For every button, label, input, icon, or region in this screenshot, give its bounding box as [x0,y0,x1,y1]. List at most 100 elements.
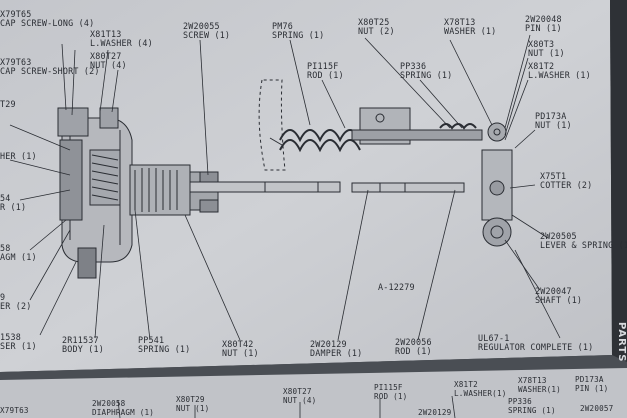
part-number: 2W20048 [525,14,562,24]
part-desc: SER (1) [0,341,37,351]
part-desc: SPRING (1) [272,30,325,40]
label-pin: 2W20048 PIN (1) [525,15,562,33]
strip-c10: PD173A PIN (1) [575,375,608,393]
part-number: T29 [0,99,16,109]
part-number: 58 [0,243,11,253]
label-cap-screw-short: X79T63 CAP SCREW-SHORT (2) [0,58,100,76]
part-desc: DAMPER (1) [310,348,363,358]
strip-c5: PI115F ROD (1) [374,383,407,401]
part-number: 54 [0,193,11,203]
label-rod-pi115f: PI115F ROD (1) [307,62,344,80]
label-nut-pd173a: PD173A NUT (1) [535,112,572,130]
part-desc: PIN (1) [575,384,609,393]
label-left-54: 54 R (1) [0,194,26,212]
label-nut-x80t25: X80T25 NUT (2) [358,18,395,36]
part-desc: NUT (4) [283,396,317,405]
part-desc: AGM (1) [0,252,37,262]
part-number: X79T63 [0,406,29,415]
part-desc: NUT (4) [90,60,127,70]
part-number: 2W20047 [535,286,572,296]
strip-c11: 2W20057 [580,404,613,413]
part-number: PP336 [400,61,427,71]
part-number: X79T63 [0,57,32,67]
label-lwasher-x81t2: X81T2 L.WASHER (1) [528,62,591,80]
part-number: 2W20055 [183,21,220,31]
part-desc: CAP SCREW-SHORT (2) [0,66,100,76]
strip-c9: X78T13 WASHER(1) [518,376,561,394]
label-spring-pp541: PP541 SPRING (1) [138,336,190,354]
part-desc: HER (1) [0,151,37,161]
label-washer-x78t13: X78T13 WASHER (1) [444,18,496,36]
label-rod-2w20056: 2W20056 ROD (1) [395,338,432,356]
part-number: X80T3 [528,39,555,49]
part-number: X80T27 [283,387,312,396]
label-damper: 2W20129 DAMPER (1) [310,340,362,358]
part-desc: DIAPHRAGM (1) [92,408,155,417]
label-nut-left: X80T27 NUT (4) [90,52,127,70]
part-desc: REGULATOR COMPLETE (1) [478,342,594,352]
part-desc: SPRING (1) [138,344,191,354]
part-desc: NUT (1) [535,120,572,130]
part-number: PI115F [307,61,339,71]
label-left-9: 9 ER (2) [0,293,31,311]
part-desc: R (1) [0,202,27,212]
part-desc: NUT (1) [176,404,210,413]
part-number: PD173A [535,111,567,121]
label-left-washer: HER (1) [0,152,37,161]
part-number: X75T1 [540,171,567,181]
part-number: X80T27 [90,51,122,61]
strip-c7: X81T2 L.WASHER(1) [454,380,507,398]
part-number: 1538 [0,332,21,342]
part-number: 2W20058 [92,399,126,408]
label-cap-screw-long: X79T65 CAP SCREW-LONG (4) [0,10,94,28]
part-desc: BODY (1) [62,344,104,354]
part-number: X80T29 [176,395,205,404]
label-nut-x80t42: X80T42 NUT (1) [222,340,259,358]
leader-lines [9,34,561,341]
part-number: X81T2 [528,61,555,71]
part-number: X78T13 [444,17,476,27]
part-desc: LEVER & SPRING (1) [540,240,627,250]
strip-c4: X80T27 NUT (4) [283,387,316,405]
label-cotter: X75T1 COTTER (2) [540,172,592,190]
part-desc: CAP SCREW-LONG (4) [0,18,95,28]
strip-c1: X79T63 [0,406,29,415]
part-number: X79T65 [0,9,32,19]
strip-c8: PP336 SPRING (1) [508,397,556,415]
strip-c6: 2W20129 [418,408,451,417]
label-left-1538: 1538 SER (1) [0,333,37,351]
part-desc: L.WASHER (1) [528,70,591,80]
label-lever-spring: 2W20505 LEVER & SPRING (1) [540,232,627,250]
part-number: X80T25 [358,17,390,27]
part-number: PI115F [374,383,403,392]
part-desc: NUT (1) [222,348,259,358]
label-spring-pm76: PM76 SPRING (1) [272,22,324,40]
label-washer-left: X81T13 L.WASHER (4) [90,30,153,48]
figure-number: A-12279 [378,282,415,292]
part-desc: PIN (1) [525,23,562,33]
part-desc: WASHER (1) [444,26,497,36]
part-number: 2W20057 [580,404,614,413]
label-shaft: 2W20047 SHAFT (1) [535,287,582,305]
part-desc: ER (2) [0,301,32,311]
part-number: X78T13 [518,376,547,385]
part-number: 2W20505 [540,231,577,241]
part-desc: ROD (1) [374,392,408,401]
part-desc: NUT (2) [358,26,395,36]
label-screw: 2W20055 SCREW (1) [183,22,230,40]
label-regulator: UL67-1 REGULATOR COMPLETE (1) [478,334,593,352]
part-desc: COTTER (2) [540,180,593,190]
part-number: PM76 [272,21,293,31]
part-number: 9 [0,292,6,302]
part-desc: NUT (1) [528,48,565,58]
spring-pm76-drawing [269,129,361,153]
part-number: X81T2 [454,380,478,389]
part-number: UL67-1 [478,333,510,343]
part-number: 2R11537 [62,335,99,345]
part-number: 2W20129 [310,339,347,349]
part-number: X80T42 [222,339,254,349]
label-left-t29: T29 [0,100,16,109]
regulator-body-drawing [57,107,341,279]
